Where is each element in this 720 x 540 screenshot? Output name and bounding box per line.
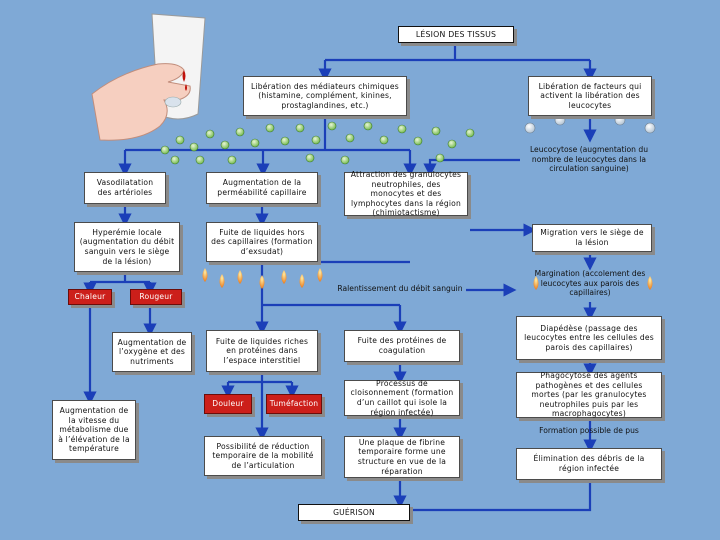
node-heat: Chaleur <box>68 289 112 305</box>
node-redness: Rougeur <box>130 289 182 305</box>
node-partition: Processus de cloisonnement (formation d’… <box>344 379 460 417</box>
node-slowing: Ralentissement du débit sanguin <box>337 284 463 293</box>
node-mobility: Possibilité de réduction temporaire de l… <box>204 436 322 476</box>
title-box: LÉSION DES TISSUS <box>398 26 514 43</box>
node-pus: Formation possible de pus <box>539 426 639 435</box>
cell-cluster <box>160 121 475 165</box>
node-clot-proteins: Fuite des protéines de coagulation <box>344 330 460 362</box>
node-pain: Douleur <box>204 394 252 414</box>
node-hyperemia: Hyperémie locale (augmentation du débit … <box>74 222 180 272</box>
node-phagocytosis: Phagocytose des agents pathogènes et des… <box>516 371 662 418</box>
node-migration: Migration vers le siège de la lésion <box>532 224 652 252</box>
node-chemotaxis: Attraction des granulocytes neutrophiles… <box>344 170 468 217</box>
node-vasodilation: Vasodilatation des artérioles <box>84 172 166 204</box>
node-debris: Élimination des débris de la région infe… <box>516 448 662 480</box>
node-fibrin: Une plaque de fibrine temporaire forme u… <box>344 436 460 478</box>
injured-hand-illustration <box>91 13 206 141</box>
node-permeability: Augmentation de la perméabilité capillai… <box>206 172 318 204</box>
node-fluid-leak: Fuite de liquides hors des capillaires (… <box>206 222 318 262</box>
node-metabolism: Augmentation de la vitesse du métabolism… <box>52 400 136 460</box>
node-protein-fluid: Fuite de liquides riches en protéines da… <box>206 330 318 372</box>
end-box: GUÉRISON <box>298 504 410 521</box>
leukocyte-cells <box>524 114 656 134</box>
node-swelling: Tuméfaction <box>266 394 322 414</box>
node-diapedesis: Diapédèse (passage des leucocytes entre … <box>516 316 662 360</box>
node-margination: Margination (accolement des leucocytes a… <box>534 269 646 298</box>
node-leukocytosis: Leucocytose (augmentation du nombre de l… <box>529 145 649 174</box>
exudate-drops <box>202 268 653 290</box>
node-mediators: Libération des médiateurs chimiques (his… <box>243 76 407 116</box>
node-oxygen: Augmentation de l’oxygène et des nutrime… <box>112 332 192 372</box>
node-leukofactors: Libération de facteurs qui activent la l… <box>528 76 652 116</box>
